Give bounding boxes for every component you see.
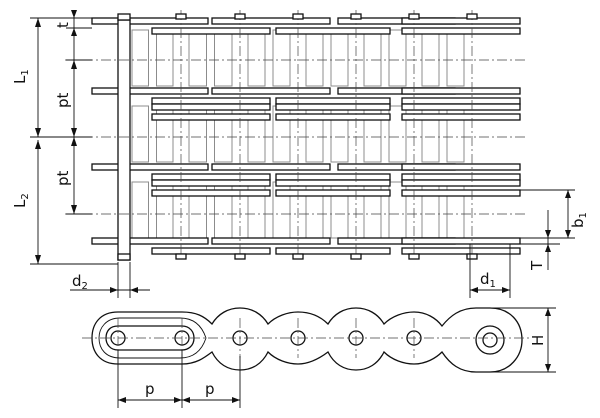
pin-shaft: [117, 19, 131, 261]
link-plate: [151, 27, 271, 35]
strand-center-lines: [65, 59, 525, 215]
link-plate: [275, 97, 391, 105]
link-plate: [401, 17, 521, 25]
roller: [131, 181, 149, 239]
pin-head: [234, 253, 246, 260]
roller: [247, 29, 266, 87]
chain-top-view: [65, 10, 525, 262]
roller: [188, 29, 207, 87]
label-b1: b1: [569, 212, 589, 228]
link-plate: [151, 189, 271, 197]
label-l2: L2: [11, 193, 31, 208]
label-d1: d1: [480, 270, 496, 290]
dimension-lines: [30, 10, 575, 408]
link-plate: [151, 97, 271, 105]
roller: [214, 29, 233, 87]
pin-head: [292, 13, 304, 20]
link-plate: [401, 247, 521, 255]
link-plate: [91, 163, 209, 171]
label-t: t: [54, 22, 72, 28]
link-plate: [401, 97, 521, 105]
label-pt-upper: pt: [54, 92, 72, 108]
link-plate: [151, 113, 271, 121]
roller: [272, 29, 291, 87]
link-plate: [151, 179, 271, 187]
svg-text:L2: L2: [11, 193, 31, 208]
link-plate: [401, 237, 521, 245]
link-plate: [275, 179, 391, 187]
dimension-labels: L1 L2 t pt pt d2 d1 b1 T H p p: [11, 22, 589, 398]
pin-shafts: [117, 10, 478, 262]
roller: [421, 29, 440, 87]
pin-head: [350, 253, 362, 260]
svg-text:L1: L1: [11, 69, 31, 84]
svg-text:pt: pt: [54, 92, 72, 108]
link-plate: [401, 87, 521, 95]
roller: [131, 29, 149, 87]
link-plate: [401, 103, 521, 111]
roller: [388, 29, 407, 87]
link-plate: [275, 173, 391, 181]
svg-text:pt: pt: [54, 170, 72, 186]
link-plate: [91, 87, 209, 95]
link-plate: [275, 27, 391, 35]
link-plate: [401, 27, 521, 35]
label-p-right: p: [205, 380, 215, 398]
link-plate: [151, 247, 271, 255]
svg-text:T: T: [528, 260, 546, 271]
link-plate: [275, 189, 391, 197]
link-plate: [401, 173, 521, 181]
svg-text:b1: b1: [569, 212, 589, 228]
label-p-left: p: [145, 380, 155, 398]
roller: [305, 29, 324, 87]
link-plate: [401, 113, 521, 121]
link-plate: [151, 103, 271, 111]
pin-head: [350, 13, 362, 20]
link-plate: [211, 17, 331, 25]
pin-head: [408, 253, 420, 260]
link-plate: [275, 247, 391, 255]
roller: [131, 105, 149, 163]
label-d2: d2: [72, 272, 88, 292]
link-plate: [275, 113, 391, 121]
link-plate: [401, 189, 521, 197]
roller: [446, 29, 465, 87]
pin-head: [466, 13, 478, 20]
link-plate: [211, 87, 331, 95]
svg-text:t: t: [54, 22, 72, 28]
pin-head: [466, 253, 478, 260]
label-H: H: [529, 335, 547, 346]
pin-head: [175, 253, 187, 260]
label-l1: L1: [11, 69, 31, 84]
pin-head: [292, 253, 304, 260]
svg-text:H: H: [529, 335, 547, 346]
roller: [363, 29, 382, 87]
link-plate: [401, 163, 521, 171]
link-plate: [401, 179, 521, 187]
link-plates: [91, 17, 521, 255]
chain-side-view: [82, 307, 530, 373]
pin-heads: [117, 13, 131, 261]
link-plate: [91, 237, 209, 245]
pin-head: [408, 13, 420, 20]
link-plate: [275, 103, 391, 111]
link-plate: [211, 237, 331, 245]
roller-groups: [131, 29, 465, 239]
link-plate: [151, 173, 271, 181]
link-plate: [91, 17, 209, 25]
link-plate: [211, 163, 331, 171]
label-pt-lower: pt: [54, 170, 72, 186]
pin-head: [175, 13, 187, 20]
label-T: T: [528, 260, 546, 271]
end-roller-pin: [482, 332, 498, 348]
roller: [156, 29, 174, 87]
roller: [330, 29, 349, 87]
pin-head: [234, 13, 246, 20]
end-roller-outer: [475, 325, 505, 355]
